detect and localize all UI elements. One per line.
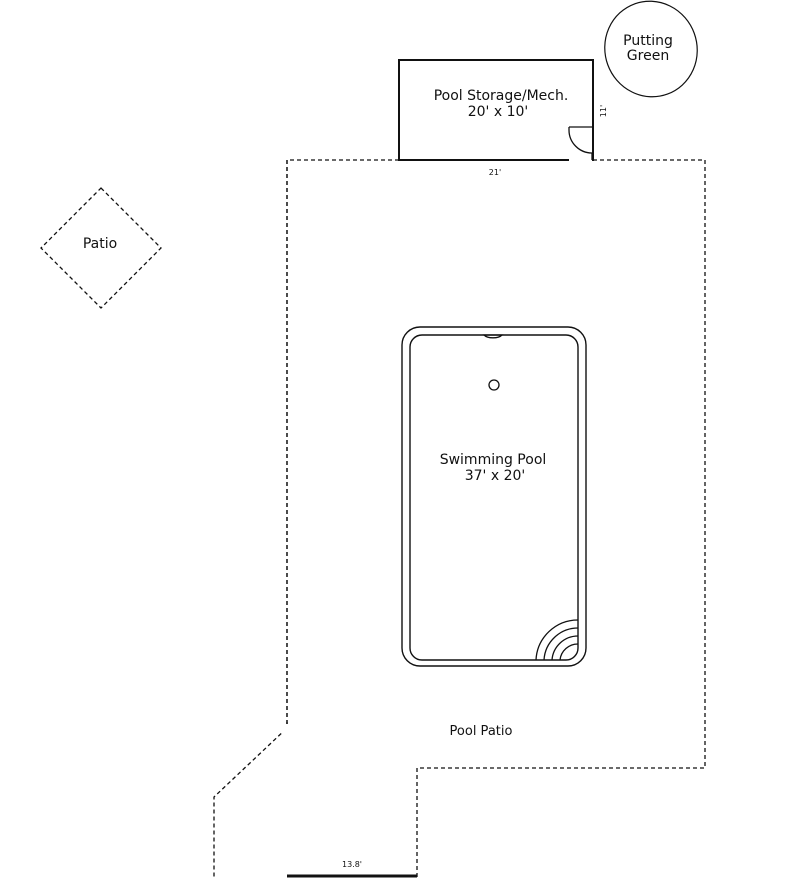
pool-patio-boundary-diagonal (213, 722, 288, 878)
door-swing-icon (568, 126, 593, 160)
pool-storage-building: Pool Storage/Mech. 20' x 10' 11' 21' (398, 59, 608, 177)
patio-outline (40, 187, 162, 309)
putting-green-label-line1: Putting (623, 33, 673, 49)
skimmer-icon (482, 334, 504, 339)
pool-outer-outline (401, 326, 587, 667)
pool-patio-boundary (286, 159, 706, 878)
storage-height-dimension: 11' (599, 105, 608, 117)
storage-size: 20' x 10' (468, 104, 529, 120)
patio-label: Patio (83, 236, 117, 252)
pool-patio-label: Pool Patio (450, 724, 513, 739)
bottom-dimension: 13.8' (342, 860, 362, 869)
pool-steps-icon (535, 619, 579, 661)
putting-green-outline (604, 0, 698, 98)
storage-outline (398, 59, 594, 161)
pool-name: Swimming Pool (440, 452, 547, 468)
putting-green-label-line2: Green (627, 48, 669, 64)
swimming-pool: Swimming Pool 37' x 20' (401, 326, 587, 667)
boundary-mask (282, 724, 292, 878)
patio: Patio (40, 187, 162, 309)
pool-inner-outline (409, 334, 579, 661)
putting-green: Putting Green (604, 0, 698, 98)
pool-size: 37' x 20' (465, 468, 526, 484)
storage-name: Pool Storage/Mech. (434, 88, 569, 104)
storage-width-dimension: 21' (489, 168, 501, 177)
main-drain-icon (488, 379, 500, 391)
